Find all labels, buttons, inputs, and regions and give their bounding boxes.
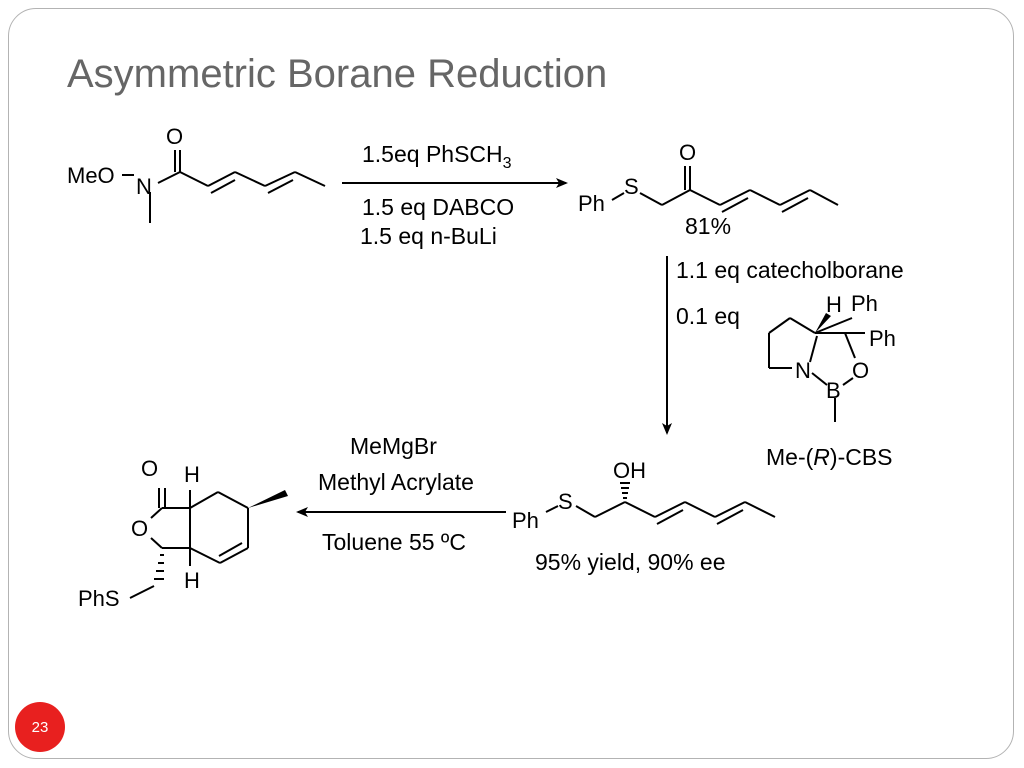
cbs-phenyl-right: Ph <box>869 326 896 351</box>
alcohol-phenyl-label: Ph <box>512 508 539 533</box>
lactone-product-structure <box>129 488 249 599</box>
step1-yield: 81% <box>685 213 731 239</box>
step1-reagent-2: 1.5 eq DABCO <box>362 194 514 220</box>
cbs-oxygen-label: O <box>852 358 869 383</box>
lactone-methyl-wedge <box>248 490 288 508</box>
weinreb-amide-structure <box>122 150 326 223</box>
methoxy-label: MeO <box>67 163 115 188</box>
step1-reagent-1: 1.5eq PhSCH3 <box>362 141 512 172</box>
step3-reagent-1: MeMgBr <box>350 433 437 459</box>
alcohol-hydroxyl-label: OH <box>613 458 646 483</box>
step2-result: 95% yield, 90% ee <box>535 549 726 575</box>
step3-reagent-2: Methyl Acrylate <box>318 469 474 495</box>
alcohol-hashed-bond <box>620 482 630 499</box>
amide-nitrogen: N <box>136 174 152 199</box>
lactone-ring-oxygen: O <box>131 516 148 541</box>
lactone-hashed-bond <box>154 554 164 580</box>
cbs-phenyl-top: Ph <box>851 291 878 316</box>
step2-reagent-1: 1.1 eq catecholborane <box>676 257 904 283</box>
step3-conditions: Toluene 55 ºC <box>322 529 466 555</box>
cbs-boron-label: B <box>826 378 841 403</box>
slide-number-badge: 23 <box>15 702 65 752</box>
catalyst-name: Me-(R)-CBS <box>766 444 893 470</box>
alcohol-sulfur-label: S <box>558 489 573 514</box>
step1-reagent-3: 1.5 eq n-BuLi <box>360 223 497 249</box>
ketone-sulfur-label: S <box>624 174 639 199</box>
alcohol-structure <box>545 501 776 525</box>
lactone-carbonyl-oxygen: O <box>141 456 158 481</box>
cbs-hydrogen-label: H <box>826 292 842 317</box>
cbs-catalyst-structure <box>768 317 865 422</box>
ketone-oxygen-label: O <box>679 140 696 165</box>
amide-carbonyl-oxygen: O <box>166 124 183 149</box>
lactone-hydrogen-bottom: H <box>184 568 200 593</box>
ketone-phenyl-label: Ph <box>578 191 605 216</box>
lactone-phs-label: PhS <box>78 586 120 611</box>
step2-reagent-2: 0.1 eq <box>676 303 740 329</box>
cbs-nitrogen-label: N <box>795 358 811 383</box>
ketone-structure <box>611 166 839 213</box>
lactone-hydrogen-top: H <box>184 462 200 487</box>
cbs-wedge-bond <box>815 313 831 333</box>
slide-title: Asymmetric Borane Reduction <box>67 52 608 96</box>
